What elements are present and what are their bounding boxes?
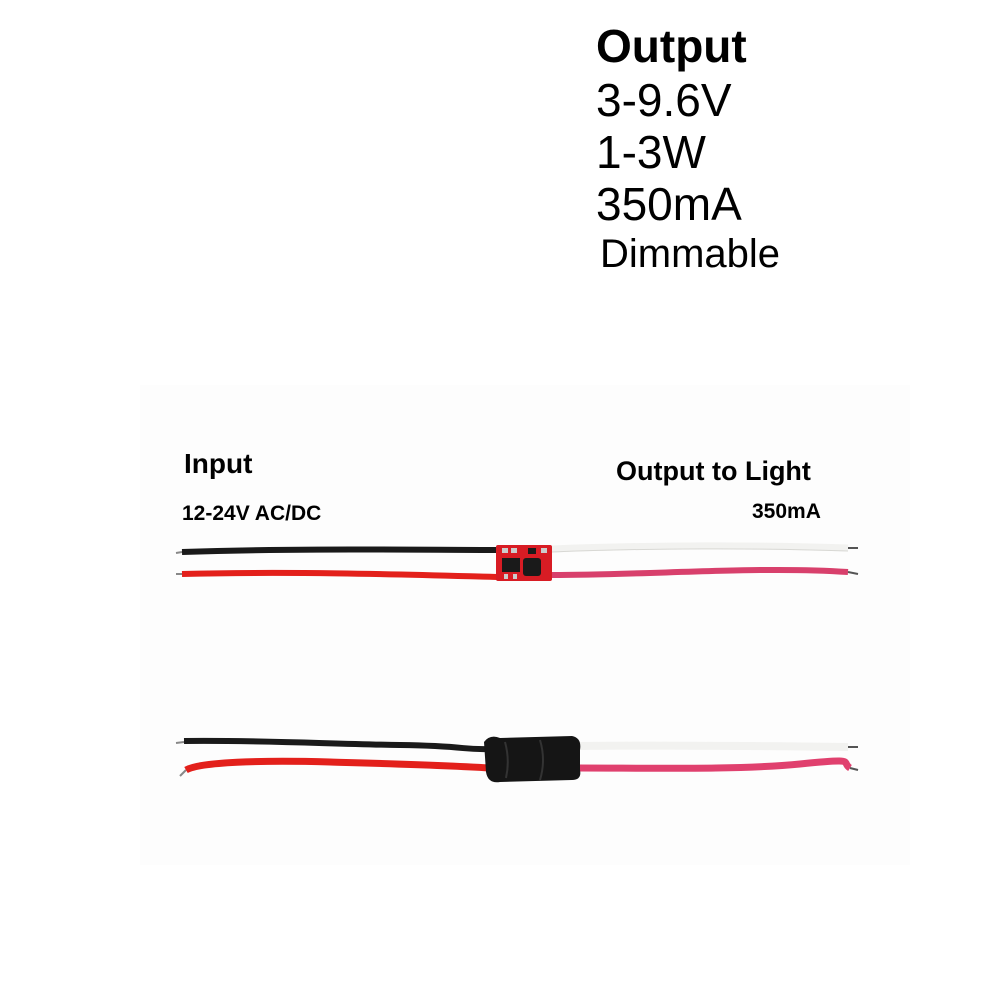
pcb-driver-assembly [175, 542, 859, 581]
spec-title: Output [596, 20, 747, 72]
output-label: Output to Light [616, 456, 811, 486]
spec-dimmable: Dimmable [600, 232, 781, 276]
input-voltage-label: 12-24V AC/DC [182, 502, 322, 525]
red-input-wire [181, 569, 499, 580]
pink-output-wire-2 [577, 757, 853, 772]
heat-shrink-tube [484, 736, 581, 783]
output-spec-block: Output 3-9.6V 1-3W 350mA Dimmable [596, 22, 780, 278]
input-label: Input [184, 448, 253, 479]
black-input-wire-2 [183, 737, 491, 753]
output-current-label: 350mA [752, 500, 821, 523]
red-input-wire-2 [184, 757, 491, 774]
product-photo-background [140, 385, 910, 865]
spec-voltage: 3-9.6V [596, 74, 732, 126]
spec-current: 350mA [596, 178, 742, 230]
pink-output-wire [551, 566, 849, 578]
white-output-wire [551, 542, 849, 553]
spec-power: 1-3W [596, 126, 706, 178]
shrink-wrapped-driver-assembly [175, 736, 859, 783]
black-input-wire [181, 546, 499, 555]
white-output-wire-2 [577, 741, 849, 751]
